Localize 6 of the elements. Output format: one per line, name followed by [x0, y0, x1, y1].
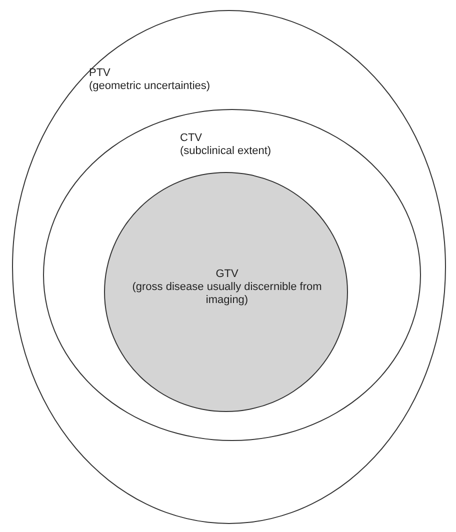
volume-description: (subclinical extent) — [180, 145, 272, 158]
volume-label: GTV — [214, 268, 240, 281]
volume-label: CTV — [180, 132, 203, 145]
volume-description: (gross disease usually discernible from imaging) — [131, 281, 323, 307]
volume-description: (geometric uncertainties) — [89, 80, 212, 93]
volume-label: PTV — [89, 67, 112, 80]
